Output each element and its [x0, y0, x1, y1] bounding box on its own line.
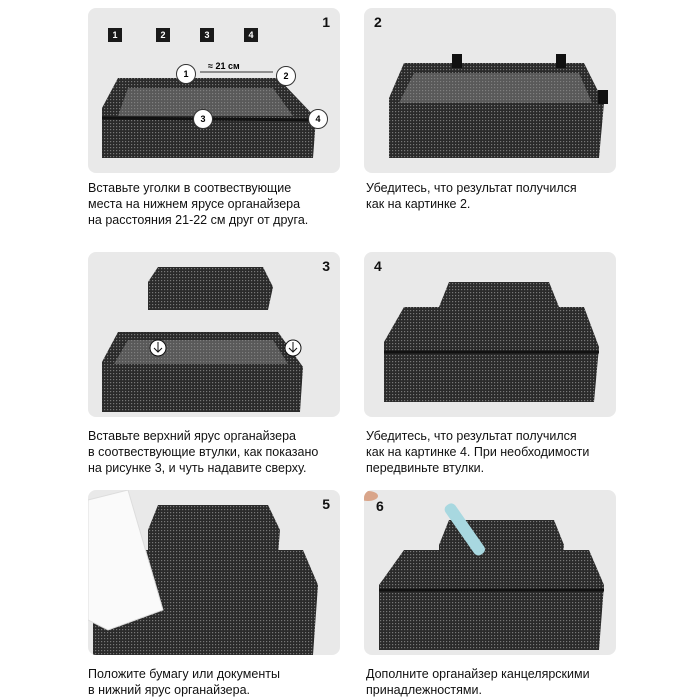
caption-line: места на нижнем ярусе органайзера	[88, 197, 301, 211]
basket-illustration	[389, 54, 608, 158]
step-number: 4	[374, 258, 382, 274]
step-4-caption: Убедитесь, что результат получился как н…	[366, 428, 626, 476]
distance-label: ≈ 21 см	[208, 61, 240, 71]
caption-line: Убедитесь, что результат получился	[366, 429, 577, 443]
corner-piece-1: 1	[108, 28, 122, 42]
caption-line: на рисунке 3, и чуть надавите сверху.	[88, 461, 307, 475]
step-6-image: 6	[364, 490, 616, 655]
basket-illustration	[101, 71, 317, 158]
caption-line: в соотвествующие втулки, как показано	[88, 445, 319, 459]
caption-line: как на картинке 2.	[366, 197, 471, 211]
caption-line: Убедитесь, что результат получился	[366, 181, 577, 195]
step-number: 5	[322, 496, 330, 512]
caption-line: на расстояния 21-22 см друг от друга.	[88, 213, 309, 227]
basket-illustration	[88, 490, 318, 655]
corner-piece-4: 4	[244, 28, 258, 42]
step-4-image: 4	[364, 252, 616, 417]
step-number: 6	[376, 498, 384, 514]
step-number: 2	[374, 14, 382, 30]
caption-line: Вставьте уголки в соотвествующие	[88, 181, 292, 195]
step-1-image: 1 1 2 3 4 ≈ 21 см 1 2 3 4	[88, 8, 340, 173]
caption-line: как на картинке 4. При необходимости	[366, 445, 590, 459]
caption-line: Дополните органайзер канцелярскими	[366, 667, 590, 681]
caption-line: в нижний ярус органайзера.	[88, 683, 251, 697]
caption-line: Вставьте верхний ярус органайзера	[88, 429, 297, 443]
caption-line: принадлежностями.	[366, 683, 482, 697]
caption-line: Положите бумагу или документы	[88, 667, 280, 681]
marker-4: 4	[308, 109, 328, 129]
marker-2: 2	[276, 66, 296, 86]
corner-piece-3: 3	[200, 28, 214, 42]
basket-illustration	[102, 267, 303, 412]
step-1-caption: Вставьте уголки в соотвествующие места н…	[88, 180, 348, 228]
step-3-caption: Вставьте верхний ярус органайзера в соот…	[88, 428, 348, 476]
corner-piece-2: 2	[156, 28, 170, 42]
step-number: 1	[322, 14, 330, 30]
step-2-image: 2	[364, 8, 616, 173]
step-number: 3	[322, 258, 330, 274]
marker-3: 3	[193, 109, 213, 129]
step-6-caption: Дополните органайзер канцелярскими прина…	[366, 666, 626, 698]
step-5-image: 5	[88, 490, 340, 655]
basket-illustration	[364, 491, 604, 650]
step-2-caption: Убедитесь, что результат получился как н…	[366, 180, 626, 212]
caption-line: передвиньте втулки.	[366, 461, 485, 475]
marker-1: 1	[176, 64, 196, 84]
step-5-caption: Положите бумагу или документы в нижний я…	[88, 666, 348, 698]
basket-illustration	[384, 282, 599, 402]
step-3-image: 3	[88, 252, 340, 417]
